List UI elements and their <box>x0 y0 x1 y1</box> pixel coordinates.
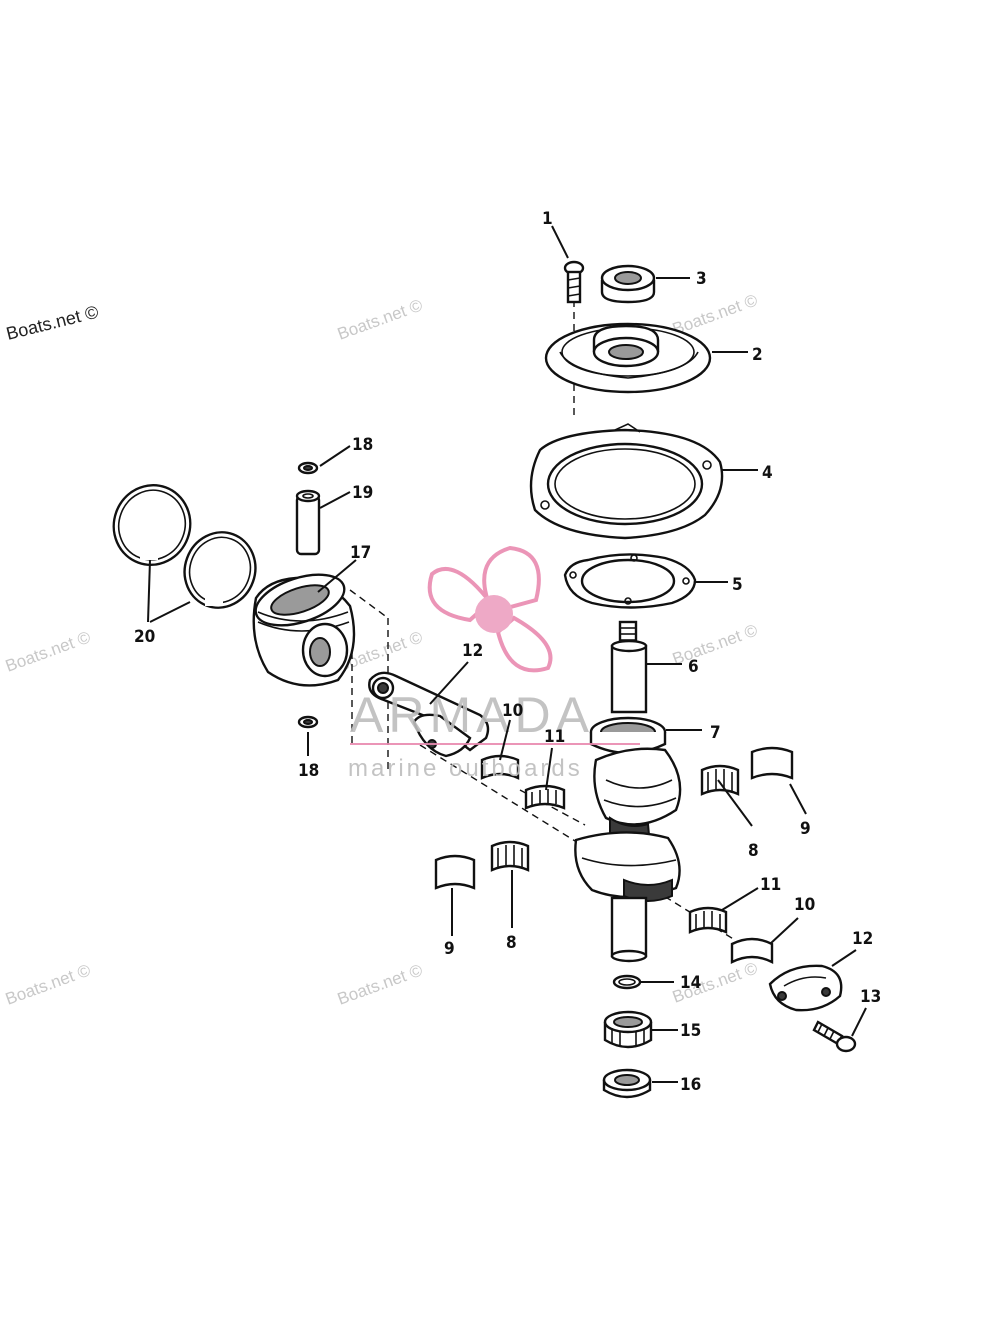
brand-tagline: marine outboards <box>348 755 583 782</box>
callout-20: 20 <box>134 627 155 647</box>
callout-4: 4 <box>762 463 773 483</box>
callout-1: 1 <box>542 209 553 229</box>
callout-15: 15 <box>680 1021 701 1041</box>
part-needle-bearing-11a <box>524 784 566 810</box>
callout-18-top: 18 <box>352 435 373 455</box>
callout-8-left: 8 <box>506 933 517 953</box>
callout-6: 6 <box>688 657 699 677</box>
callout-18-bottom: 18 <box>298 761 319 781</box>
part-bearing-half-9b <box>750 746 794 780</box>
part-cap-gasket <box>529 423 724 540</box>
watermark-copyright: Boats.net © <box>335 295 426 343</box>
callout-17: 17 <box>350 543 371 563</box>
alignment-lines <box>349 300 736 941</box>
brand-name: ARMADA <box>350 687 594 743</box>
part-bearing-half-10a <box>480 754 520 780</box>
callout-16: 16 <box>680 1075 701 1095</box>
part-rod-cap <box>768 964 843 1012</box>
watermark-copyright: Boats.net © <box>3 627 94 675</box>
callout-12-lower: 12 <box>852 929 873 949</box>
callout-labels: 1 3 2 4 5 6 7 8 8 9 9 10 10 11 11 12 12 … <box>134 209 881 1095</box>
callout-7: 7 <box>710 723 721 743</box>
callout-5: 5 <box>732 575 743 595</box>
watermark-copyright: Boats.net © <box>335 960 426 1008</box>
callout-14: 14 <box>680 973 701 993</box>
watermark-copyright: Boats.net © <box>3 960 94 1008</box>
leader-lines <box>147 225 867 1083</box>
part-bearing-half-9a <box>434 854 476 890</box>
part-circlip-top <box>297 461 319 475</box>
callout-11-left: 11 <box>544 727 565 747</box>
callout-19: 19 <box>352 483 373 503</box>
watermark-copyright: Boats.net © <box>4 302 100 344</box>
part-bearing-half-10b <box>730 937 774 964</box>
part-lower-seal <box>602 1068 652 1099</box>
part-wrist-pin <box>295 489 321 556</box>
part-end-cap <box>544 322 712 394</box>
part-top-seal <box>600 264 656 304</box>
callout-10-left: 10 <box>502 701 523 721</box>
part-roller-bearing <box>603 1010 653 1049</box>
callout-12-upper: 12 <box>462 641 483 661</box>
part-piston <box>252 573 356 687</box>
watermark-copyright: Boats.net © <box>670 290 761 338</box>
callout-3: 3 <box>696 269 707 289</box>
part-rod-bolt <box>812 1020 857 1053</box>
part-circlip-bottom <box>297 715 319 729</box>
part-crankshaft <box>574 620 682 963</box>
callout-13: 13 <box>860 987 881 1007</box>
part-needle-bearing-8b <box>700 764 740 796</box>
brand-logo: ARMADA marine outboards <box>348 545 640 782</box>
part-screw-top <box>563 260 585 304</box>
callout-10-right: 10 <box>794 895 815 915</box>
propeller-icon <box>482 545 541 615</box>
callout-8-right: 8 <box>748 841 759 861</box>
part-needle-bearing-8a <box>490 840 530 872</box>
part-flat-gasket <box>563 553 697 609</box>
callout-9-left: 9 <box>444 939 455 959</box>
callout-11-right: 11 <box>760 875 781 895</box>
part-needle-bearing-11b <box>688 906 728 934</box>
part-small-ring <box>612 974 642 990</box>
callout-9-right: 9 <box>800 819 811 839</box>
watermark-copyright: Boats.net © <box>670 620 761 668</box>
part-piston-rings <box>112 484 257 609</box>
callout-2: 2 <box>752 345 763 365</box>
